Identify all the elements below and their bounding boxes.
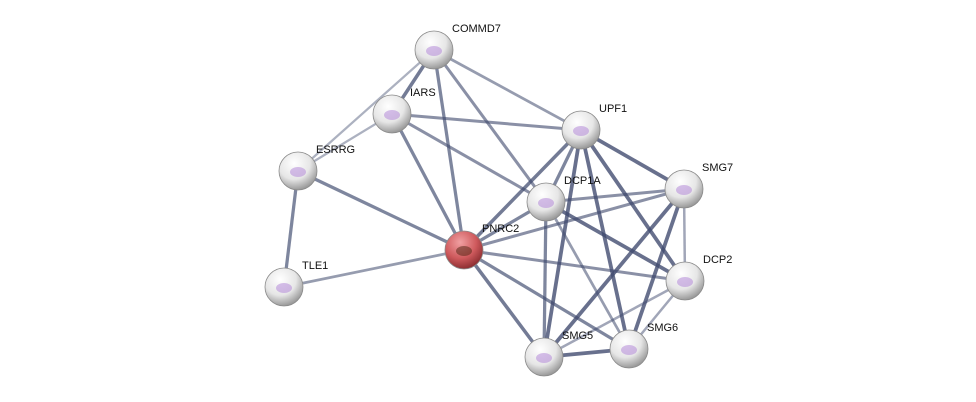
edge-esrrg-tle1[interactable] xyxy=(282,170,300,288)
protein-structure-icon xyxy=(536,353,552,363)
edge-dcp1a-smg5[interactable] xyxy=(542,201,548,358)
node-iars[interactable]: IARS xyxy=(372,87,436,134)
node-dcp2[interactable]: DCP2 xyxy=(665,254,732,301)
edge-iars-pnrc2[interactable] xyxy=(390,113,466,251)
edge-smg7-smg5[interactable] xyxy=(542,187,686,359)
edge-commd7-esrrg[interactable] xyxy=(297,49,435,172)
node-label: SMG5 xyxy=(562,330,593,342)
edge-dcp1a-dcp2[interactable] xyxy=(545,200,686,283)
edge-upf1-smg6[interactable] xyxy=(579,129,631,350)
edge-pnrc2-dcp2[interactable] xyxy=(463,248,686,283)
edge-iars-dcp1a[interactable] xyxy=(391,112,547,204)
node-commd7[interactable]: COMMD7 xyxy=(414,23,501,70)
protein-structure-icon xyxy=(573,126,589,136)
edge-upf1-dcp2[interactable] xyxy=(579,128,687,283)
edge-upf1-smg7[interactable] xyxy=(580,128,685,191)
edge-dcp1a-smg6[interactable] xyxy=(544,201,631,350)
protein-structure-icon xyxy=(290,167,306,177)
node-tle1[interactable]: TLE1 xyxy=(264,260,328,307)
edge-commd7-dcp1a[interactable] xyxy=(432,49,548,203)
protein-structure-icon xyxy=(426,46,442,56)
protein-structure-icon xyxy=(384,110,400,120)
node-label: SMG6 xyxy=(647,322,678,334)
node-label: DCP1A xyxy=(564,175,601,187)
node-label: PNRC2 xyxy=(482,223,519,235)
edge-pnrc2-upf1[interactable] xyxy=(462,128,583,252)
node-label: UPF1 xyxy=(599,103,627,115)
node-label: SMG7 xyxy=(702,162,733,174)
node-smg6[interactable]: SMG6 xyxy=(609,322,678,369)
edge-commd7-pnrc2[interactable] xyxy=(432,49,466,251)
edge-esrrg-pnrc2[interactable] xyxy=(297,169,465,252)
node-smg5[interactable]: SMG5 xyxy=(524,330,593,377)
node-label: DCP2 xyxy=(703,254,732,266)
edge-dcp1a-smg7[interactable] xyxy=(545,187,685,204)
edge-upf1-smg5[interactable] xyxy=(542,129,583,358)
protein-structure-icon xyxy=(456,246,472,256)
node-pnrc2[interactable]: PNRC2 xyxy=(444,223,519,270)
edge-tle1-pnrc2[interactable] xyxy=(283,248,465,289)
edge-pnrc2-smg6[interactable] xyxy=(463,248,630,351)
protein-structure-icon xyxy=(676,185,692,195)
node-label: IARS xyxy=(410,87,436,99)
edge-commd7-upf1[interactable] xyxy=(433,48,582,132)
edge-pnrc2-smg5[interactable] xyxy=(462,248,546,359)
edge-dcp2-smg5[interactable] xyxy=(543,279,686,359)
node-esrrg[interactable]: ESRRG xyxy=(278,144,355,191)
protein-structure-icon xyxy=(276,283,292,293)
protein-structure-icon xyxy=(538,198,554,208)
node-label: TLE1 xyxy=(302,260,328,272)
node-label: ESRRG xyxy=(316,144,355,156)
node-smg7[interactable]: SMG7 xyxy=(664,162,733,209)
node-label: COMMD7 xyxy=(452,23,501,35)
edge-iars-upf1[interactable] xyxy=(391,112,582,132)
node-dcp1a[interactable]: DCP1A xyxy=(526,175,601,222)
protein-structure-icon xyxy=(677,277,693,287)
edge-smg7-smg6[interactable] xyxy=(627,188,686,350)
node-upf1[interactable]: UPF1 xyxy=(561,103,627,150)
protein-structure-icon xyxy=(621,345,637,355)
